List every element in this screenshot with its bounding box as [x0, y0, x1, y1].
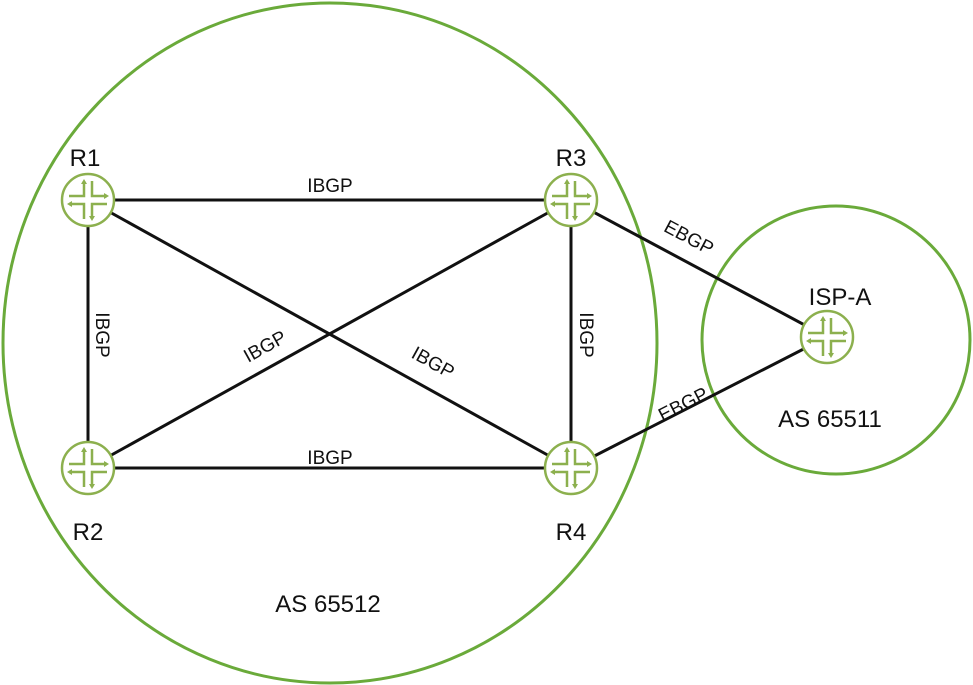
router-icon-r4: [543, 440, 599, 496]
router-label-r4: R4: [556, 519, 587, 546]
router-icon-r3: [543, 172, 599, 228]
router-label-isp-a: ISP-A: [809, 284, 872, 311]
as-label-65511: AS 65511: [778, 406, 882, 433]
link-r3-isp: [570, 198, 828, 339]
link-label-r1-r2: IBGP: [91, 312, 112, 357]
link-r4-isp: [570, 335, 828, 470]
router-label-r1: R1: [70, 145, 101, 172]
router-icon-r1: [60, 172, 116, 228]
as-label-65512: AS 65512: [275, 591, 380, 618]
as-65512-boundary: [1, 1, 659, 685]
link-label-r4-isp: EBGP: [655, 384, 712, 427]
as-65511-boundary: [700, 204, 972, 476]
link-label-r1-r4: IBGP: [408, 343, 458, 383]
link-r1-r4: [87, 198, 572, 470]
router-icon-r2: [60, 440, 116, 496]
link-label-r3-r4: IBGP: [575, 312, 596, 357]
link-label-r1-r3: IBGP: [307, 176, 352, 197]
router-label-r3: R3: [556, 145, 587, 172]
link-label-r2-r4: IBGP: [307, 448, 352, 469]
router-label-r2: R2: [73, 519, 104, 546]
router-icon-isp-a: [799, 309, 855, 365]
